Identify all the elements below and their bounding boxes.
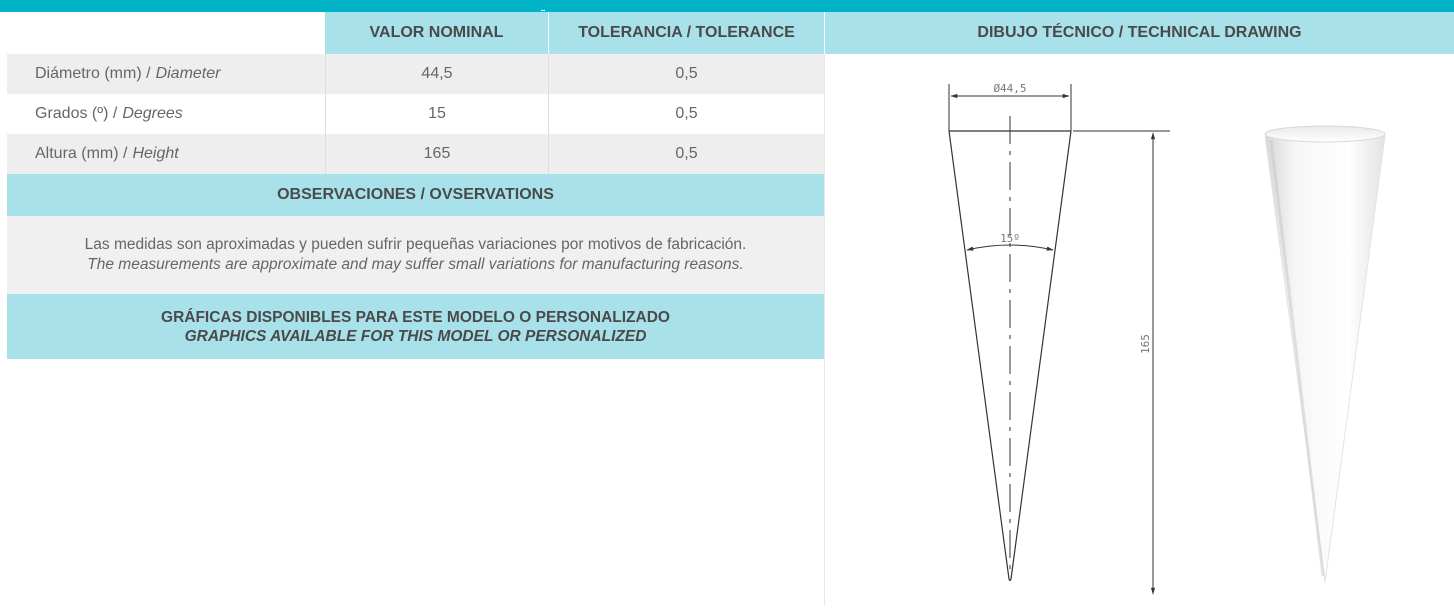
header-empty-cell xyxy=(7,12,325,54)
header-nominal-value: VALOR NOMINAL xyxy=(325,12,548,54)
observations-body: Las medidas son aproximadas y pueden suf… xyxy=(7,216,824,294)
nominal-value-cell: 15 xyxy=(325,94,548,134)
angle-dim-label: 15º xyxy=(1000,232,1020,245)
observations-text-en: The measurements are approximate and may… xyxy=(87,256,744,273)
row-label-en: Height xyxy=(132,145,179,162)
header-tolerance: TOLERANCIA / TOLERANCE xyxy=(548,12,824,54)
row-label-es: Diámetro (mm) / xyxy=(35,65,151,82)
row-label-en: Diameter xyxy=(155,65,221,82)
top-accent-bar xyxy=(0,0,1454,12)
panel-divider xyxy=(824,54,825,606)
spec-table-header: VALOR NOMINAL TOLERANCIA / TOLERANCE xyxy=(7,12,824,54)
row-label: Grados (º) /Degrees xyxy=(7,94,325,134)
table-row-degrees: Grados (º) /Degrees 15 0,5 xyxy=(7,94,824,134)
tolerance-cell: 0,5 xyxy=(548,134,824,174)
graphics-line-es: GRÁFICAS DISPONIBLES PARA ESTE MODELO O … xyxy=(161,308,670,326)
table-row-diameter: Diámetro (mm) /Diameter 44,5 0,5 xyxy=(7,54,824,94)
height-dim-label: 165 xyxy=(1139,334,1152,354)
cone-render-image xyxy=(1264,125,1386,583)
technical-drawing: Ø44,5 15º 165 xyxy=(825,54,1454,606)
diameter-dimension: Ø44,5 xyxy=(948,82,1072,131)
diameter-dim-label: Ø44,5 xyxy=(993,82,1026,95)
graphics-available-banner: GRÁFICAS DISPONIBLES PARA ESTE MODELO O … xyxy=(7,294,824,359)
tolerance-cell: 0,5 xyxy=(548,54,824,94)
height-dimension: 165 xyxy=(1073,130,1170,595)
angle-dimension: 15º xyxy=(966,232,1054,251)
cone-outline xyxy=(948,116,1072,582)
row-label: Altura (mm) /Height xyxy=(7,134,325,174)
nominal-value-cell: 165 xyxy=(325,134,548,174)
technical-drawing-svg: Ø44,5 15º 165 xyxy=(948,82,1386,595)
row-label-es: Grados (º) / xyxy=(35,105,118,122)
top-bar-tick xyxy=(541,10,545,11)
observations-title: OBSERVACIONES / OVSERVATIONS xyxy=(7,174,824,216)
tolerance-cell: 0,5 xyxy=(548,94,824,134)
row-label: Diámetro (mm) /Diameter xyxy=(7,54,325,94)
table-row-height: Altura (mm) /Height 165 0,5 xyxy=(7,134,824,174)
row-label-es: Altura (mm) / xyxy=(35,145,128,162)
technical-drawing-title: DIBUJO TÉCNICO / TECHNICAL DRAWING xyxy=(825,12,1454,54)
graphics-line-en: GRAPHICS AVAILABLE FOR THIS MODEL OR PER… xyxy=(184,327,647,345)
observations-text-es: Las medidas son aproximadas y pueden suf… xyxy=(84,236,747,253)
nominal-value-cell: 44,5 xyxy=(325,54,548,94)
spec-table: VALOR NOMINAL TOLERANCIA / TOLERANCE Diá… xyxy=(7,12,824,359)
row-label-en: Degrees xyxy=(122,105,183,122)
